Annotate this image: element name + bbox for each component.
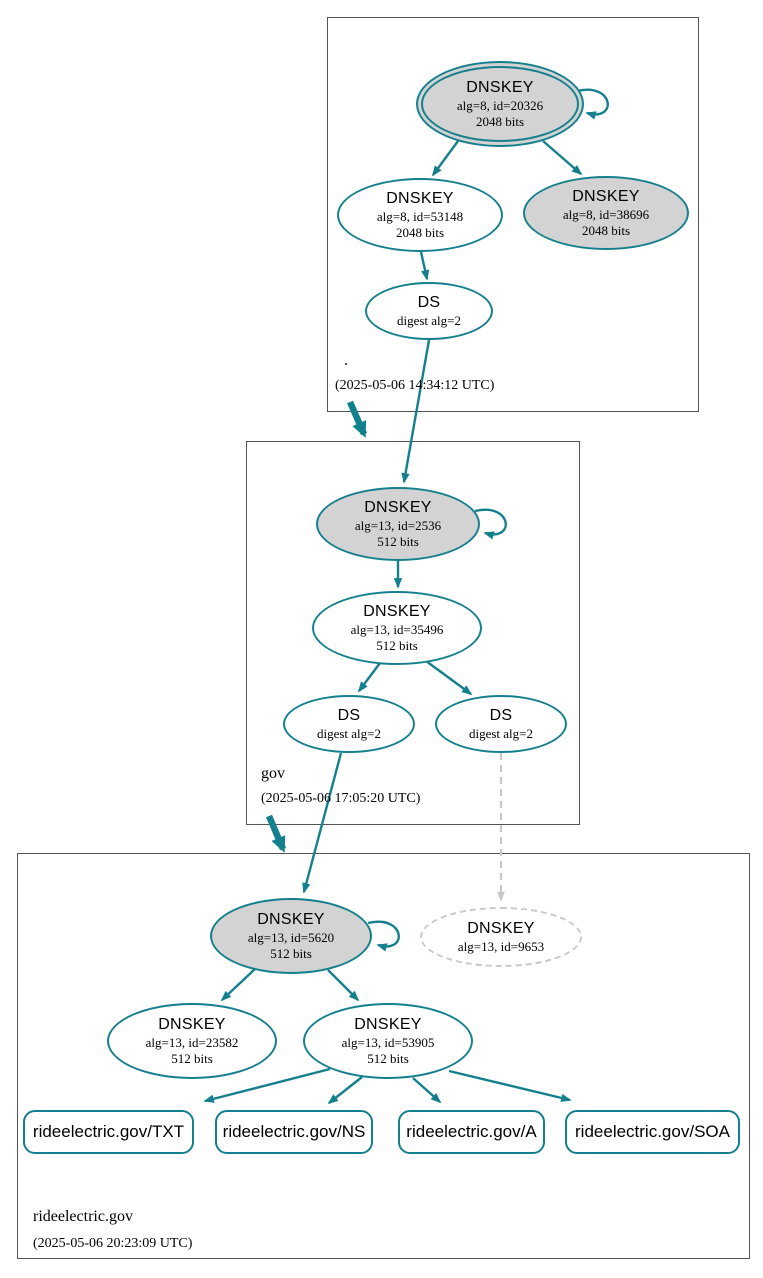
- node-title: DS: [417, 294, 441, 312]
- dnskey-node-rideelectric-missing-9653: DNSKEY alg=13, id=9653: [420, 907, 582, 967]
- zone-box-root: [327, 17, 699, 412]
- dnskey-node-gov-zsk-35496: DNSKEY alg=13, id=35496 512 bits: [312, 591, 482, 665]
- node-bits: 512 bits: [270, 945, 312, 961]
- dnskey-node-rideelectric-zsk-53905: DNSKEY alg=13, id=53905 512 bits: [303, 1003, 473, 1079]
- node-detail: alg=13, id=35496: [350, 621, 444, 637]
- zone-name-rideelectric: rideelectric.gov: [33, 1208, 133, 1225]
- node-title: DNSKEY: [386, 190, 454, 208]
- node-detail: alg=13, id=23582: [145, 1034, 239, 1050]
- ds-node-root: DS digest alg=2: [365, 282, 493, 340]
- node-bits: 2048 bits: [475, 113, 525, 129]
- node-detail: alg=8, id=53148: [376, 208, 464, 224]
- node-detail: alg=8, id=20326: [456, 97, 544, 113]
- zone-name-root: .: [344, 352, 348, 369]
- dnskey-node-gov-ksk-2536: DNSKEY alg=13, id=2536 512 bits: [316, 487, 480, 561]
- dnskey-node-rideelectric-ksk-5620: DNSKEY alg=13, id=5620 512 bits: [210, 898, 372, 974]
- node-detail: alg=8, id=38696: [562, 206, 650, 222]
- node-bits: 512 bits: [377, 533, 419, 549]
- node-detail: digest alg=2: [316, 725, 382, 741]
- zone-box-rideelectric: [17, 853, 750, 1259]
- dnskey-node-rideelectric-zsk-23582: DNSKEY alg=13, id=23582 512 bits: [107, 1003, 277, 1079]
- rrset-node-txt: rideelectric.gov/TXT: [23, 1110, 194, 1154]
- node-title: DNSKEY: [467, 920, 535, 938]
- node-bits: 512 bits: [367, 1050, 409, 1066]
- ds-node-gov-2: DS digest alg=2: [435, 695, 567, 753]
- rrset-node-soa: rideelectric.gov/SOA: [565, 1110, 740, 1154]
- node-title: DS: [337, 707, 361, 725]
- zone-name-gov: gov: [261, 765, 285, 782]
- node-detail: alg=13, id=2536: [354, 517, 442, 533]
- zone-box-gov: [246, 441, 580, 825]
- dnskey-node-root-ksk-20326: DNSKEY alg=8, id=20326 2048 bits: [416, 61, 584, 147]
- node-title: DNSKEY: [466, 79, 534, 97]
- zone-timestamp-gov: (2025-05-06 17:05:20 UTC): [261, 791, 421, 806]
- node-bits: 2048 bits: [395, 224, 445, 240]
- zone-timestamp-rideelectric: (2025-05-06 20:23:09 UTC): [33, 1236, 193, 1251]
- node-title: DS: [489, 707, 513, 725]
- node-detail: alg=13, id=9653: [457, 938, 545, 954]
- node-detail: alg=13, id=53905: [341, 1034, 435, 1050]
- node-detail: digest alg=2: [396, 312, 462, 328]
- rrset-node-a: rideelectric.gov/A: [398, 1110, 545, 1154]
- rrset-node-ns: rideelectric.gov/NS: [215, 1110, 373, 1154]
- node-detail: alg=13, id=5620: [247, 929, 335, 945]
- node-title: DNSKEY: [158, 1016, 226, 1034]
- node-title: DNSKEY: [354, 1016, 422, 1034]
- node-title: DNSKEY: [363, 603, 431, 621]
- node-title: DNSKEY: [257, 911, 325, 929]
- dnskey-node-root-ksk-38696: DNSKEY alg=8, id=38696 2048 bits: [523, 176, 689, 250]
- dnskey-node-root-zsk-53148: DNSKEY alg=8, id=53148 2048 bits: [337, 178, 503, 252]
- node-title: DNSKEY: [572, 188, 640, 206]
- node-bits: 512 bits: [376, 637, 418, 653]
- zone-timestamp-root: (2025-05-06 14:34:12 UTC): [335, 378, 495, 393]
- node-detail: digest alg=2: [468, 725, 534, 741]
- node-bits: 512 bits: [171, 1050, 213, 1066]
- node-title: DNSKEY: [364, 499, 432, 517]
- node-bits: 2048 bits: [581, 222, 631, 238]
- ds-node-gov-1: DS digest alg=2: [283, 695, 415, 753]
